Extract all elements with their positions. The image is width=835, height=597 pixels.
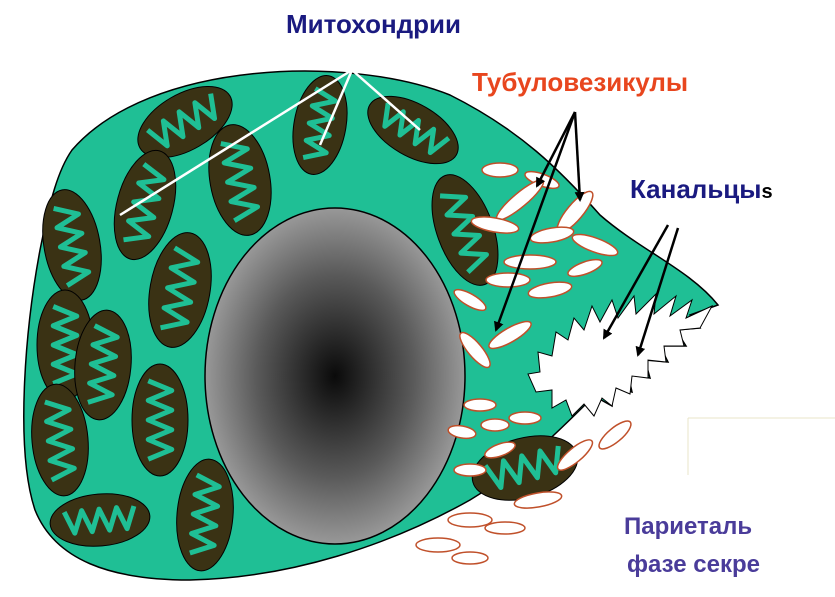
label-canaliculi-suffix: s (762, 181, 773, 203)
caption-line-2: фазе секре (627, 551, 760, 579)
tubulovesicle (482, 163, 518, 177)
tubulovesicle (486, 273, 530, 287)
tubulovesicle (454, 464, 486, 476)
tubulovesicle (464, 399, 496, 411)
tubulovesicle (452, 552, 488, 564)
tubulovesicle (481, 419, 509, 431)
tubulovesicle (595, 417, 635, 453)
tubulovesicle (416, 538, 460, 552)
label-canaliculi-text: Канальцы (630, 174, 762, 204)
tubulovesicle (448, 513, 492, 527)
mitochondrion (132, 364, 188, 476)
label-mitochondria: Митохондрии (286, 9, 461, 40)
nucleus (205, 208, 465, 544)
tubulovesicle (504, 255, 556, 269)
label-canaliculi: Канальцыs (630, 174, 773, 205)
tubulovesicle (509, 412, 541, 424)
label-tubulovesicles: Тубуловезикулы (472, 67, 688, 98)
caption-line-1: Париеталь (624, 513, 752, 541)
tubulovesicle (485, 522, 525, 534)
